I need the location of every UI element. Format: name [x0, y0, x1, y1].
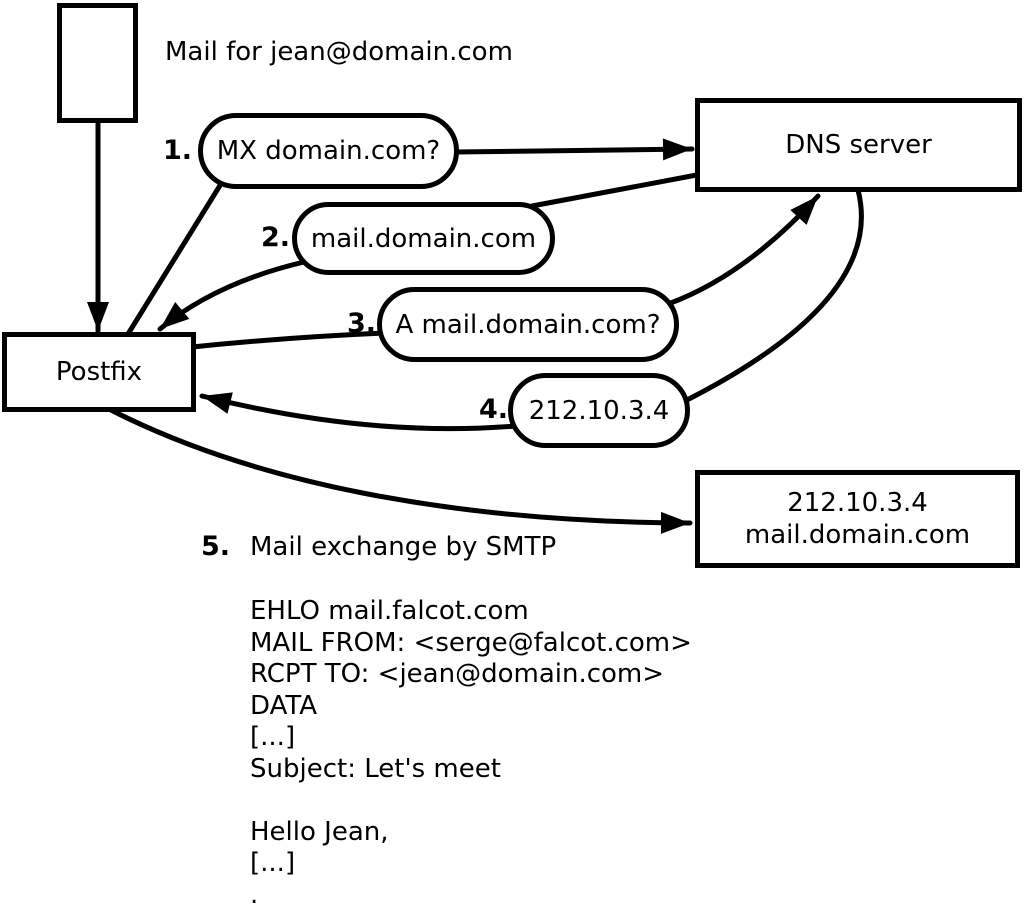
mail-server-hostname: mail.domain.com [744, 520, 971, 550]
connector-dns-to-mx-answer [529, 171, 705, 209]
step-5-label: Mail exchange by SMTP [250, 532, 557, 562]
connector-postfix-to-mx-query [125, 176, 227, 337]
mail-document-icon [57, 3, 138, 123]
arrow-mx-answer-to-postfix [157, 259, 307, 332]
step-2-number: 2. [260, 222, 290, 253]
a-answer-pill: 212.10.3.4 [508, 373, 690, 448]
step-4-number: 4. [478, 394, 508, 425]
postfix-node: Postfix [2, 332, 196, 412]
connector-postfix-to-a-query [189, 330, 388, 350]
smtp-session-text: EHLO mail.falcot.com MAIL FROM: <serge@f… [250, 596, 692, 910]
mail-server-ip: 212.10.3.4 [787, 488, 928, 518]
arrow-a-query-to-dns [665, 193, 821, 307]
connector-dns-to-a-answer [682, 187, 864, 404]
mx-answer-pill: mail.domain.com [292, 202, 555, 275]
mx-query-pill: MX domain.com? [198, 113, 459, 189]
mail-server-node: 212.10.3.4 mail.domain.com [695, 470, 1020, 568]
step-5-number: 5. [200, 531, 230, 562]
step-3-number: 3. [346, 308, 376, 339]
arrow-postfix-to-mail-server [104, 405, 693, 534]
a-query-pill: A mail.domain.com? [377, 287, 679, 362]
dns-server-node: DNS server [695, 98, 1022, 192]
mail-note: Mail for jean@domain.com [165, 37, 513, 67]
arrow-mx-query-to-dns [452, 138, 695, 161]
step-1-number: 1. [162, 135, 192, 166]
arrow-a-answer-to-postfix [199, 392, 519, 432]
